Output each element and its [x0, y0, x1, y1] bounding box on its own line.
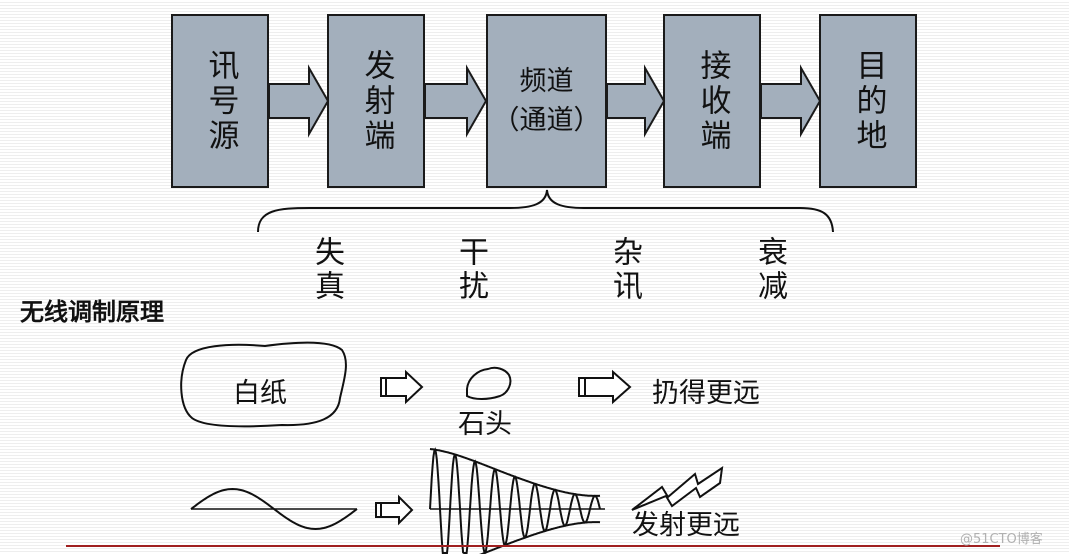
- channel-label-line2: （通道）: [492, 105, 601, 136]
- arrow-transmitter-to-channel: [424, 64, 488, 138]
- destination-label: 目的地: [850, 48, 887, 154]
- arrow-source-to-transmitter: [268, 64, 330, 138]
- arrow-channel-to-receiver: [606, 64, 666, 138]
- outline-arrow-3: [375, 494, 414, 526]
- carrier-wave: [429, 447, 601, 554]
- stone-label: 石头: [458, 409, 512, 440]
- lightning-icon: [631, 465, 724, 511]
- receiver-block: 接收端: [663, 14, 761, 188]
- watermark: @51CTO博客: [960, 532, 1043, 547]
- channel-block: 频道 （通道）: [486, 14, 607, 188]
- impairment-distortion: 失真: [309, 236, 344, 304]
- envelope-lower: [479, 521, 601, 554]
- channel-brace: [257, 189, 834, 233]
- transmitter-block: 发射端: [327, 14, 425, 188]
- receiver-label: 接收端: [694, 48, 731, 154]
- destination-block: 目的地: [819, 14, 917, 188]
- arrow-receiver-to-destination: [760, 64, 822, 138]
- impairment-noise: 杂讯: [607, 236, 642, 304]
- paper-label: 白纸: [233, 378, 287, 409]
- source-block: 讯号源: [171, 14, 269, 188]
- outline-arrow-1: [380, 369, 424, 405]
- section-title: 无线调制原理: [20, 298, 164, 326]
- channel-label: 频道 （通道）: [493, 62, 601, 140]
- impairment-interference: 干扰: [453, 236, 488, 304]
- stone-shape: [466, 366, 512, 400]
- transmitter-label: 发射端: [358, 48, 395, 154]
- impairment-attenuation: 衰减: [752, 236, 787, 304]
- outline-arrow-2: [578, 369, 632, 405]
- paper-outline: [180, 341, 347, 428]
- transmit-farther-label: 发射更远: [632, 510, 740, 541]
- channel-label-line1: 频道: [519, 65, 574, 97]
- throw-farther-label: 扔得更远: [652, 378, 760, 409]
- source-label: 讯号源: [202, 48, 239, 154]
